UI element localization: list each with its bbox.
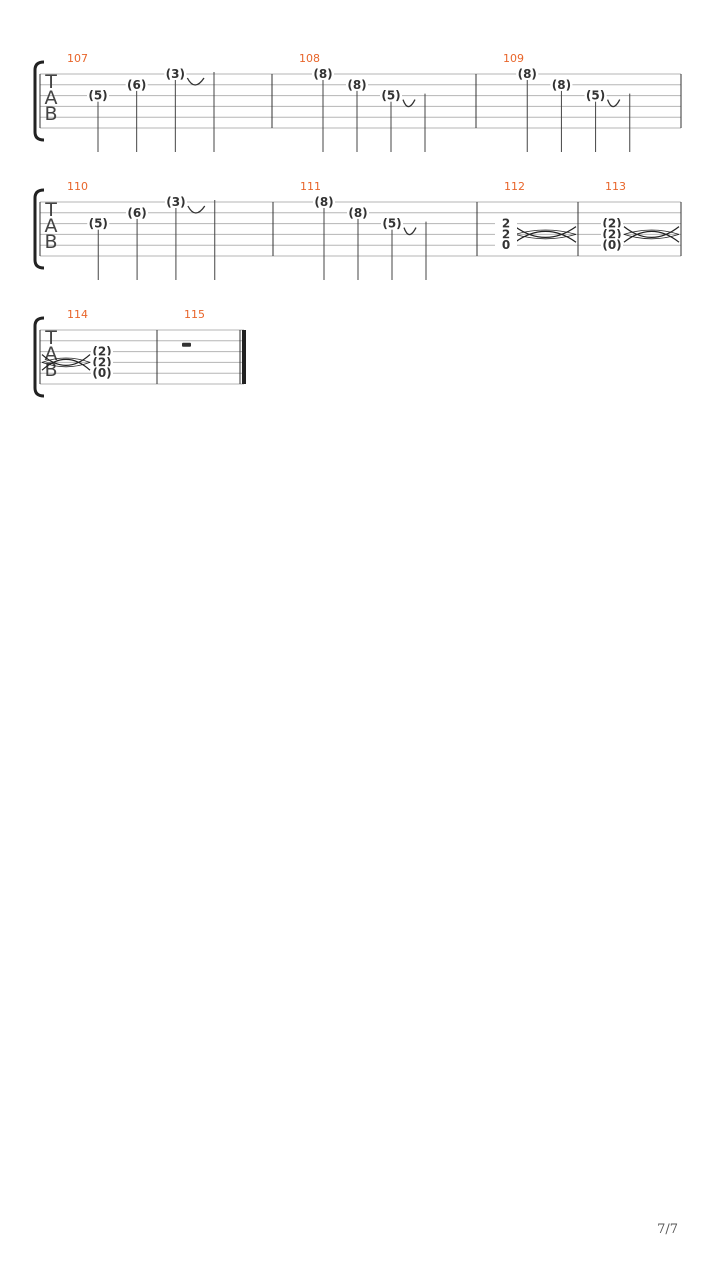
fret-number: (8) <box>348 206 367 220</box>
measure-number: 112 <box>504 180 525 193</box>
fret-number: (0) <box>92 366 111 380</box>
tab-clef-letter: A <box>45 215 58 237</box>
tab-clef-letter: T <box>44 327 57 349</box>
fret-background <box>380 87 402 102</box>
fret-background <box>91 344 113 357</box>
system-bracket <box>33 188 45 270</box>
fret-number: 0 <box>502 238 510 252</box>
fret-number: (5) <box>89 217 108 231</box>
fret-number: (3) <box>166 67 185 81</box>
tie <box>403 227 417 236</box>
tab-clef-letter: B <box>44 359 57 381</box>
tie <box>402 99 416 108</box>
swell-curve <box>41 357 91 363</box>
tab-clef-letter: T <box>44 71 57 93</box>
fret-number: (8) <box>518 67 537 81</box>
fret-background <box>91 355 113 368</box>
fret-number: (3) <box>166 195 185 209</box>
fret-number: 2 <box>502 217 510 231</box>
swell-curve <box>514 229 577 235</box>
tab-clef-letter: T <box>44 199 57 221</box>
fret-number: (5) <box>382 217 401 231</box>
fret-number: 2 <box>502 227 510 241</box>
fret-number: (6) <box>127 206 146 220</box>
tie <box>606 99 621 108</box>
fret-background <box>516 66 539 80</box>
fret-background <box>381 215 403 230</box>
fret-number: (8) <box>314 195 333 209</box>
fret-number: (2) <box>602 227 621 241</box>
fret-background <box>601 238 623 251</box>
system-bracket <box>33 60 45 142</box>
measure-number: 110 <box>67 180 88 193</box>
measure-number: 115 <box>184 308 205 321</box>
fret-background <box>584 87 607 102</box>
fret-background <box>164 66 187 80</box>
measure-number: 113 <box>605 180 626 193</box>
fret-background <box>87 215 110 230</box>
fret-background <box>91 366 113 379</box>
swell-curve <box>623 226 680 238</box>
fret-number: (0) <box>602 238 621 252</box>
fret-number: (5) <box>381 89 400 103</box>
tab-clef-letter: A <box>45 87 58 109</box>
tab-clef-letter: B <box>44 231 57 253</box>
system-bracket <box>33 316 45 398</box>
fret-background <box>550 76 573 91</box>
measure-number: 108 <box>299 52 320 65</box>
fret-number: (2) <box>602 217 621 231</box>
fret-number: (6) <box>127 78 146 92</box>
measure-number: 114 <box>67 308 88 321</box>
fret-background <box>495 216 517 229</box>
fret-background <box>347 204 369 219</box>
fret-background <box>601 216 623 229</box>
tie <box>187 205 206 214</box>
measure-number: 109 <box>503 52 524 65</box>
fret-background <box>601 227 623 240</box>
swell-curve <box>623 230 680 243</box>
fret-number: (5) <box>586 89 605 103</box>
swell-curve <box>41 354 91 366</box>
fret-background <box>495 227 517 240</box>
swell-curve <box>514 234 577 240</box>
fret-number: (8) <box>313 67 332 81</box>
fret-background <box>346 76 368 91</box>
fret-background <box>312 66 334 80</box>
tie <box>186 77 205 86</box>
tablature-score: TAB107(5)(6)(3)108(8)(8)(5)109(8)(8)(5)T… <box>33 52 682 398</box>
fret-background <box>495 238 517 251</box>
tab-clef-letter: B <box>44 103 57 125</box>
fret-number: (2) <box>92 345 111 359</box>
swell-curve <box>623 229 680 235</box>
fret-background <box>164 194 187 208</box>
measure-number: 111 <box>300 180 321 193</box>
fret-background <box>125 76 148 91</box>
page-number: 7/7 <box>657 1222 678 1237</box>
fret-background <box>126 204 149 219</box>
whole-rest <box>182 342 191 347</box>
fret-number: (2) <box>92 355 111 369</box>
swell-curve <box>514 230 577 243</box>
fret-number: (8) <box>552 78 571 92</box>
swell-curve <box>514 226 577 238</box>
swell-curve <box>41 362 91 368</box>
measure-number: 107 <box>67 52 88 65</box>
fret-background <box>87 87 109 102</box>
swell-curve <box>623 234 680 240</box>
fret-number: (8) <box>347 78 366 92</box>
fret-number: (5) <box>88 89 107 103</box>
swell-curve <box>41 358 91 371</box>
fret-background <box>313 194 335 208</box>
